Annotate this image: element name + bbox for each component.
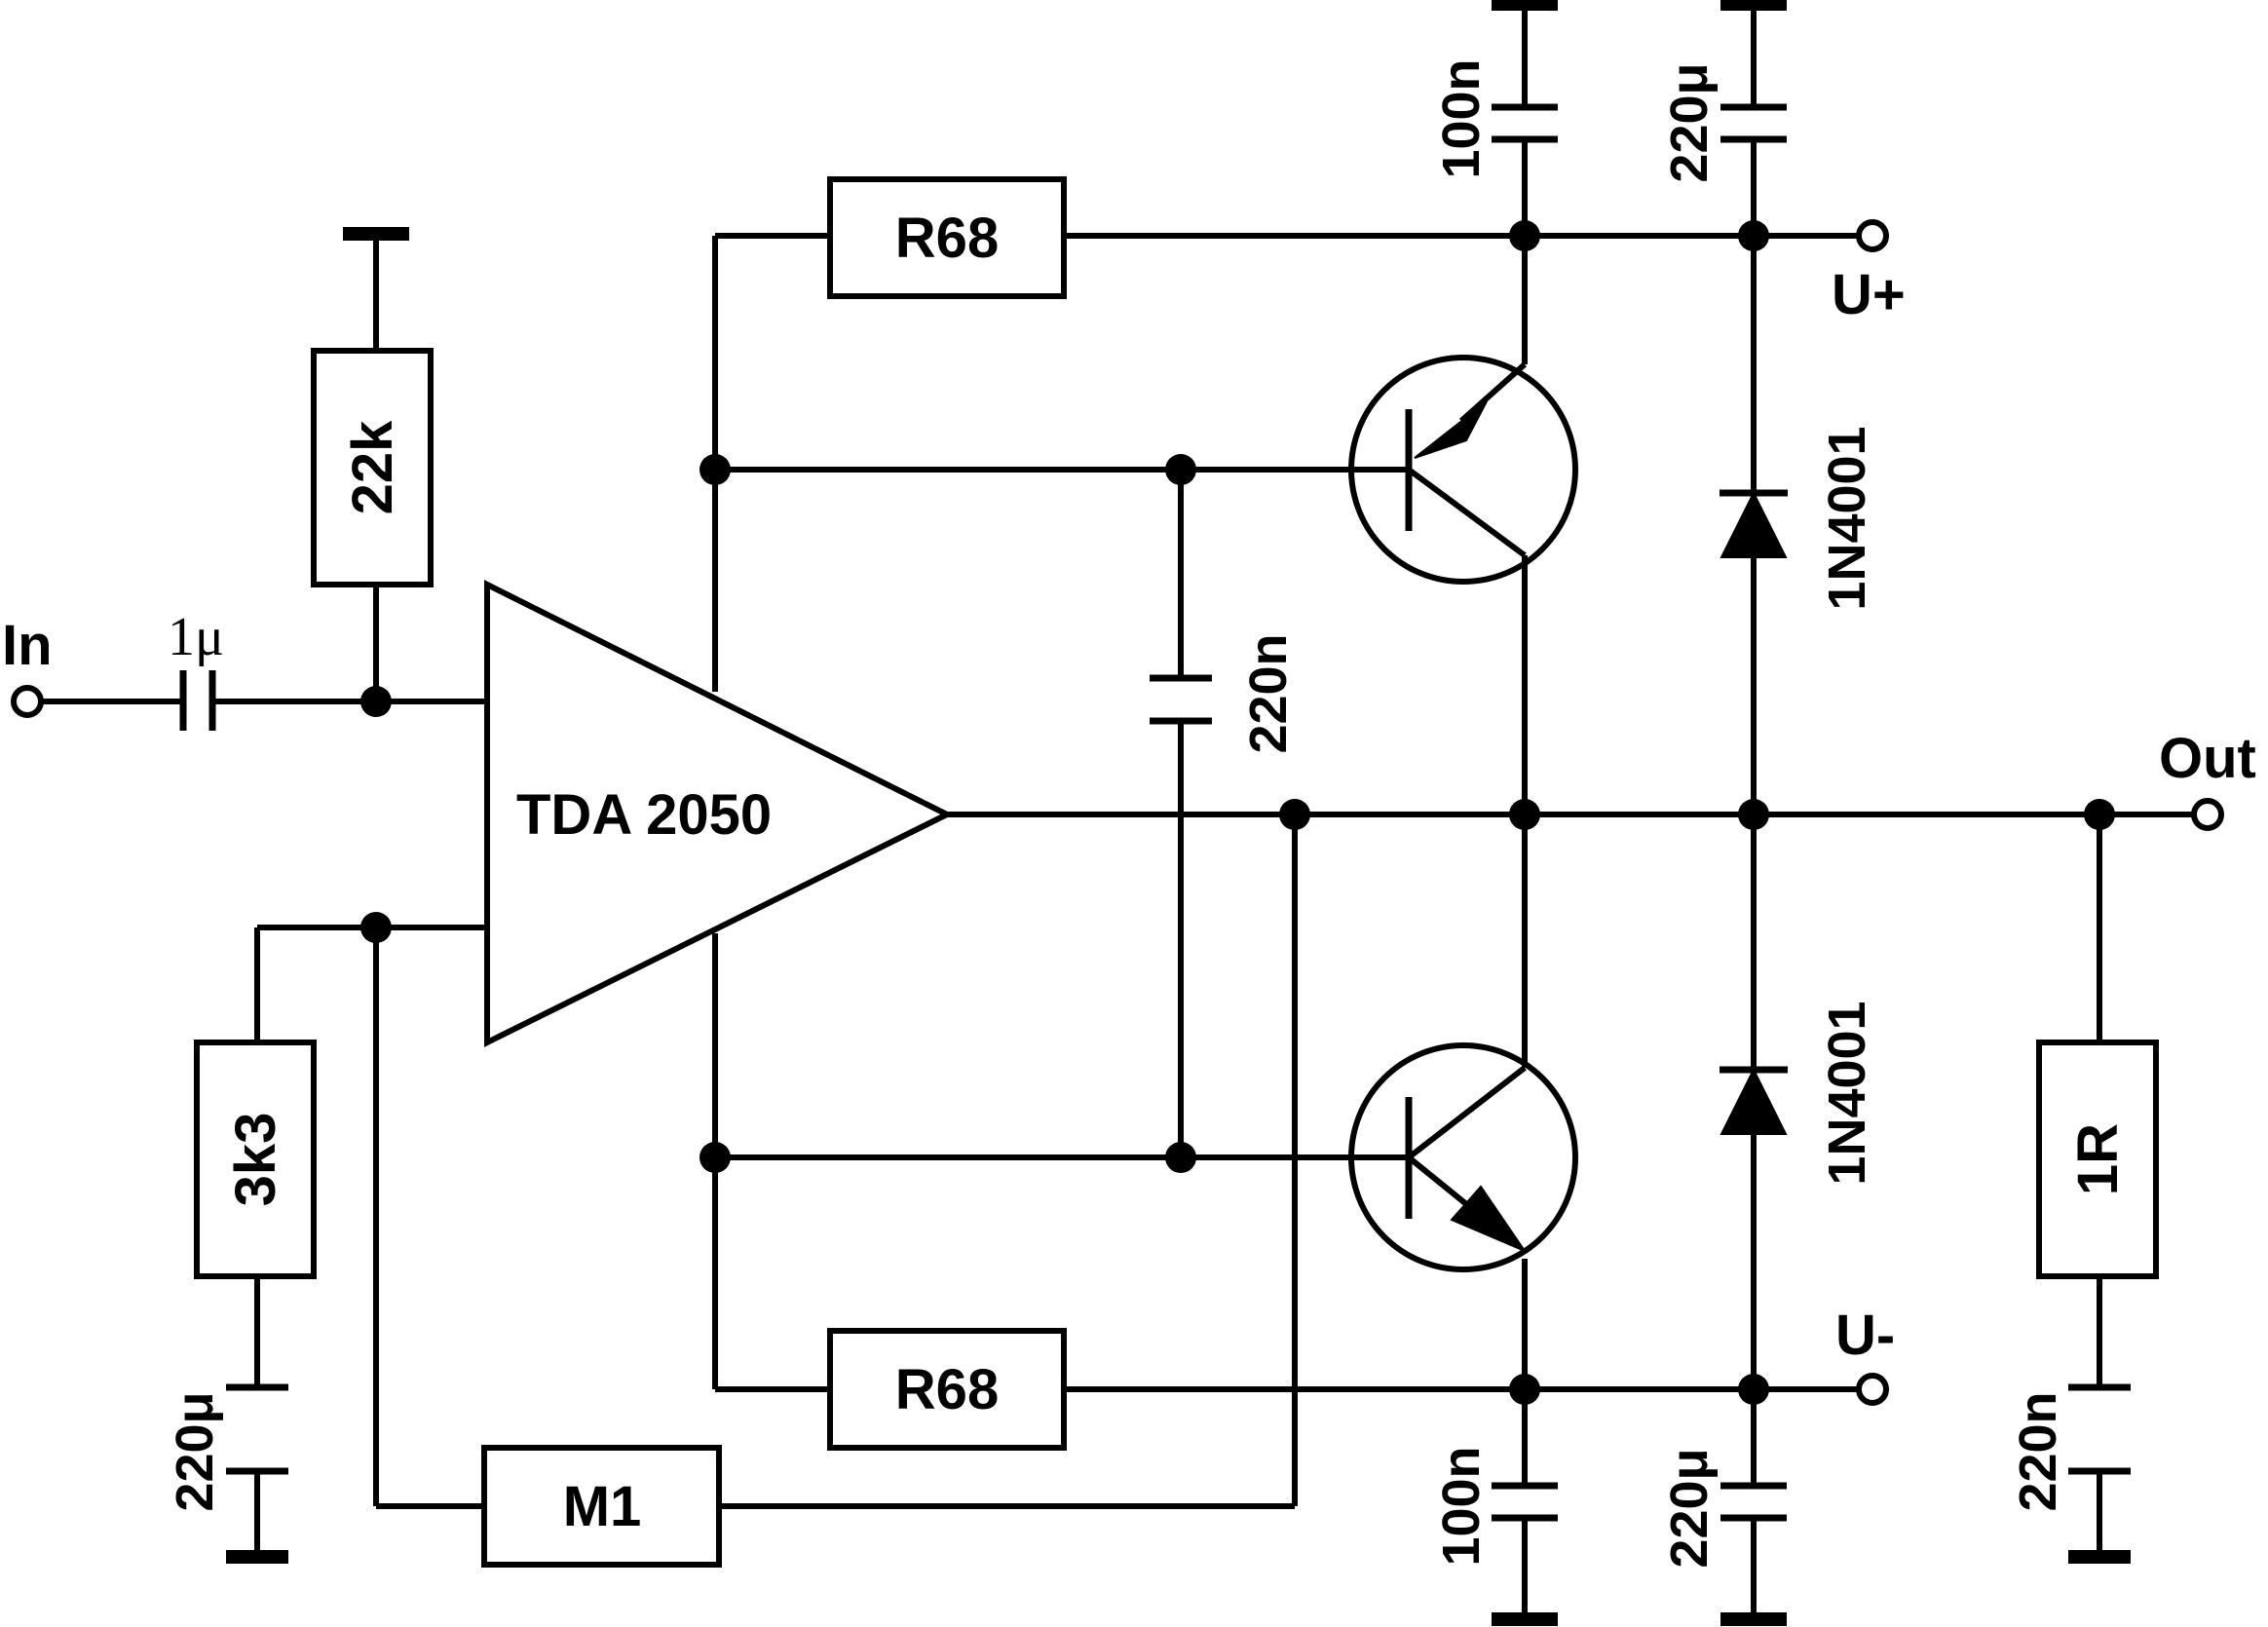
capacitor-220u-bottom: 220μ	[1660, 1448, 1787, 1569]
emitter-arrow-icon	[1450, 1185, 1528, 1254]
svg-text:220n: 220n	[2009, 1391, 2067, 1511]
capacitor-100n-bottom: 100n	[1432, 1446, 1558, 1567]
diode-1n4001-bottom: 1N4001	[1720, 1001, 1876, 1186]
svg-text:220μ: 220μ	[1660, 1448, 1719, 1568]
svg-text:In: In	[2, 614, 53, 677]
amplifier-label: TDA 2050	[516, 783, 772, 847]
svg-text:100n: 100n	[1432, 58, 1491, 178]
svg-text:Out: Out	[2159, 727, 2256, 790]
capacitor-220u-feedback: 220μ	[166, 1383, 288, 1512]
capacitor-100n-top: 100n	[1432, 58, 1558, 179]
svg-text:220μ: 220μ	[166, 1391, 224, 1511]
svg-text:R68: R68	[895, 207, 999, 270]
ground-bars	[226, 0, 2131, 1626]
capacitor-220n-zobel: 220n	[2009, 1383, 2131, 1512]
diode-1n4001-top: 1N4001	[1720, 426, 1876, 611]
svg-text:R68: R68	[895, 1358, 999, 1421]
svg-text:1N4001: 1N4001	[1818, 426, 1876, 610]
resistor-3k3: 3k3	[194, 1040, 317, 1279]
resistor-22k: 22k	[311, 348, 434, 587]
terminal-output: Out	[2159, 727, 2256, 831]
svg-text:U-: U-	[1835, 1304, 1895, 1367]
resistor-1r: 1R	[2036, 1040, 2159, 1279]
terminal-input: In	[2, 614, 53, 718]
amplifier-tda2050: TDA 2050	[484, 580, 954, 1047]
emitter-arrow-icon	[1414, 400, 1488, 459]
svg-text:220n: 220n	[1239, 633, 1298, 753]
capacitor-220n-compensation: 220n	[1150, 633, 1298, 754]
svg-text:3k3: 3k3	[224, 1113, 287, 1207]
svg-text:1μ: 1μ	[168, 607, 224, 667]
svg-text:220μ: 220μ	[1660, 62, 1719, 182]
svg-text:1N4001: 1N4001	[1818, 1001, 1876, 1185]
terminal-supply-positive: U+	[1832, 219, 1906, 326]
svg-text:22k: 22k	[341, 420, 404, 515]
svg-text:100n: 100n	[1432, 1446, 1491, 1566]
capacitor-220u-top: 220μ	[1660, 62, 1787, 183]
resistor-r68-top: R68	[827, 176, 1067, 299]
svg-text:1R: 1R	[2066, 1123, 2130, 1195]
junction-dots	[360, 220, 2115, 1405]
capacitor-1u-input: 1μ	[168, 607, 224, 731]
svg-text:M1: M1	[563, 1475, 642, 1538]
transistor-pnp-top	[1348, 355, 1578, 585]
terminal-supply-negative: U-	[1835, 1304, 1895, 1406]
svg-text:U+: U+	[1832, 263, 1906, 326]
resistor-r68-bottom: R68	[827, 1328, 1067, 1451]
resistor-m1: M1	[481, 1445, 722, 1568]
transistor-npn-bottom	[1348, 1042, 1578, 1272]
